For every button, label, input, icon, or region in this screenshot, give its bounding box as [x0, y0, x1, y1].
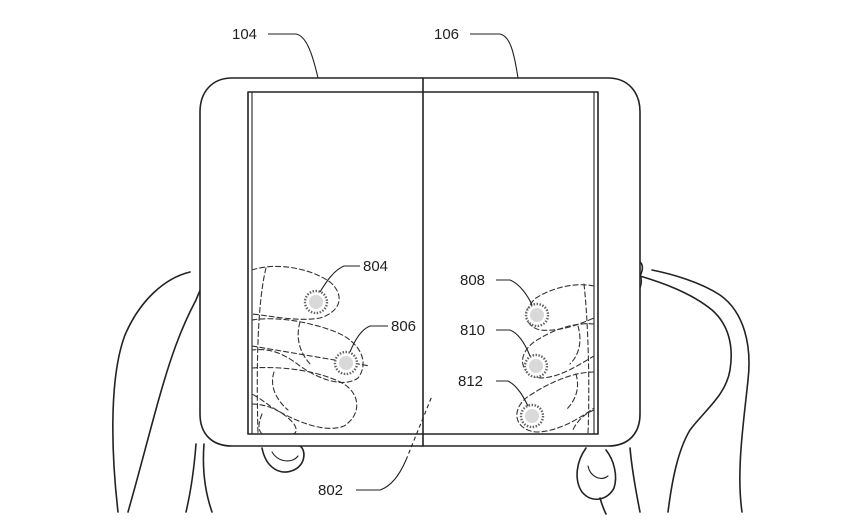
touch-point-812	[519, 403, 545, 429]
device-body	[199, 77, 641, 447]
label-106: 106	[434, 26, 459, 43]
leader-lines	[268, 33, 533, 491]
touch-point-808	[524, 302, 550, 328]
touch-point-804	[303, 289, 329, 315]
label-808: 808	[460, 272, 485, 289]
label-810: 810	[460, 322, 485, 339]
label-812: 812	[458, 373, 483, 390]
label-802: 802	[318, 482, 343, 499]
touch-point-810	[523, 353, 549, 379]
label-104: 104	[232, 26, 257, 43]
touch-point-806	[333, 350, 359, 376]
label-804: 804	[363, 258, 388, 275]
reference-labels: 104 106 804 806 808 810 812 802	[232, 26, 485, 499]
label-806: 806	[391, 318, 416, 335]
